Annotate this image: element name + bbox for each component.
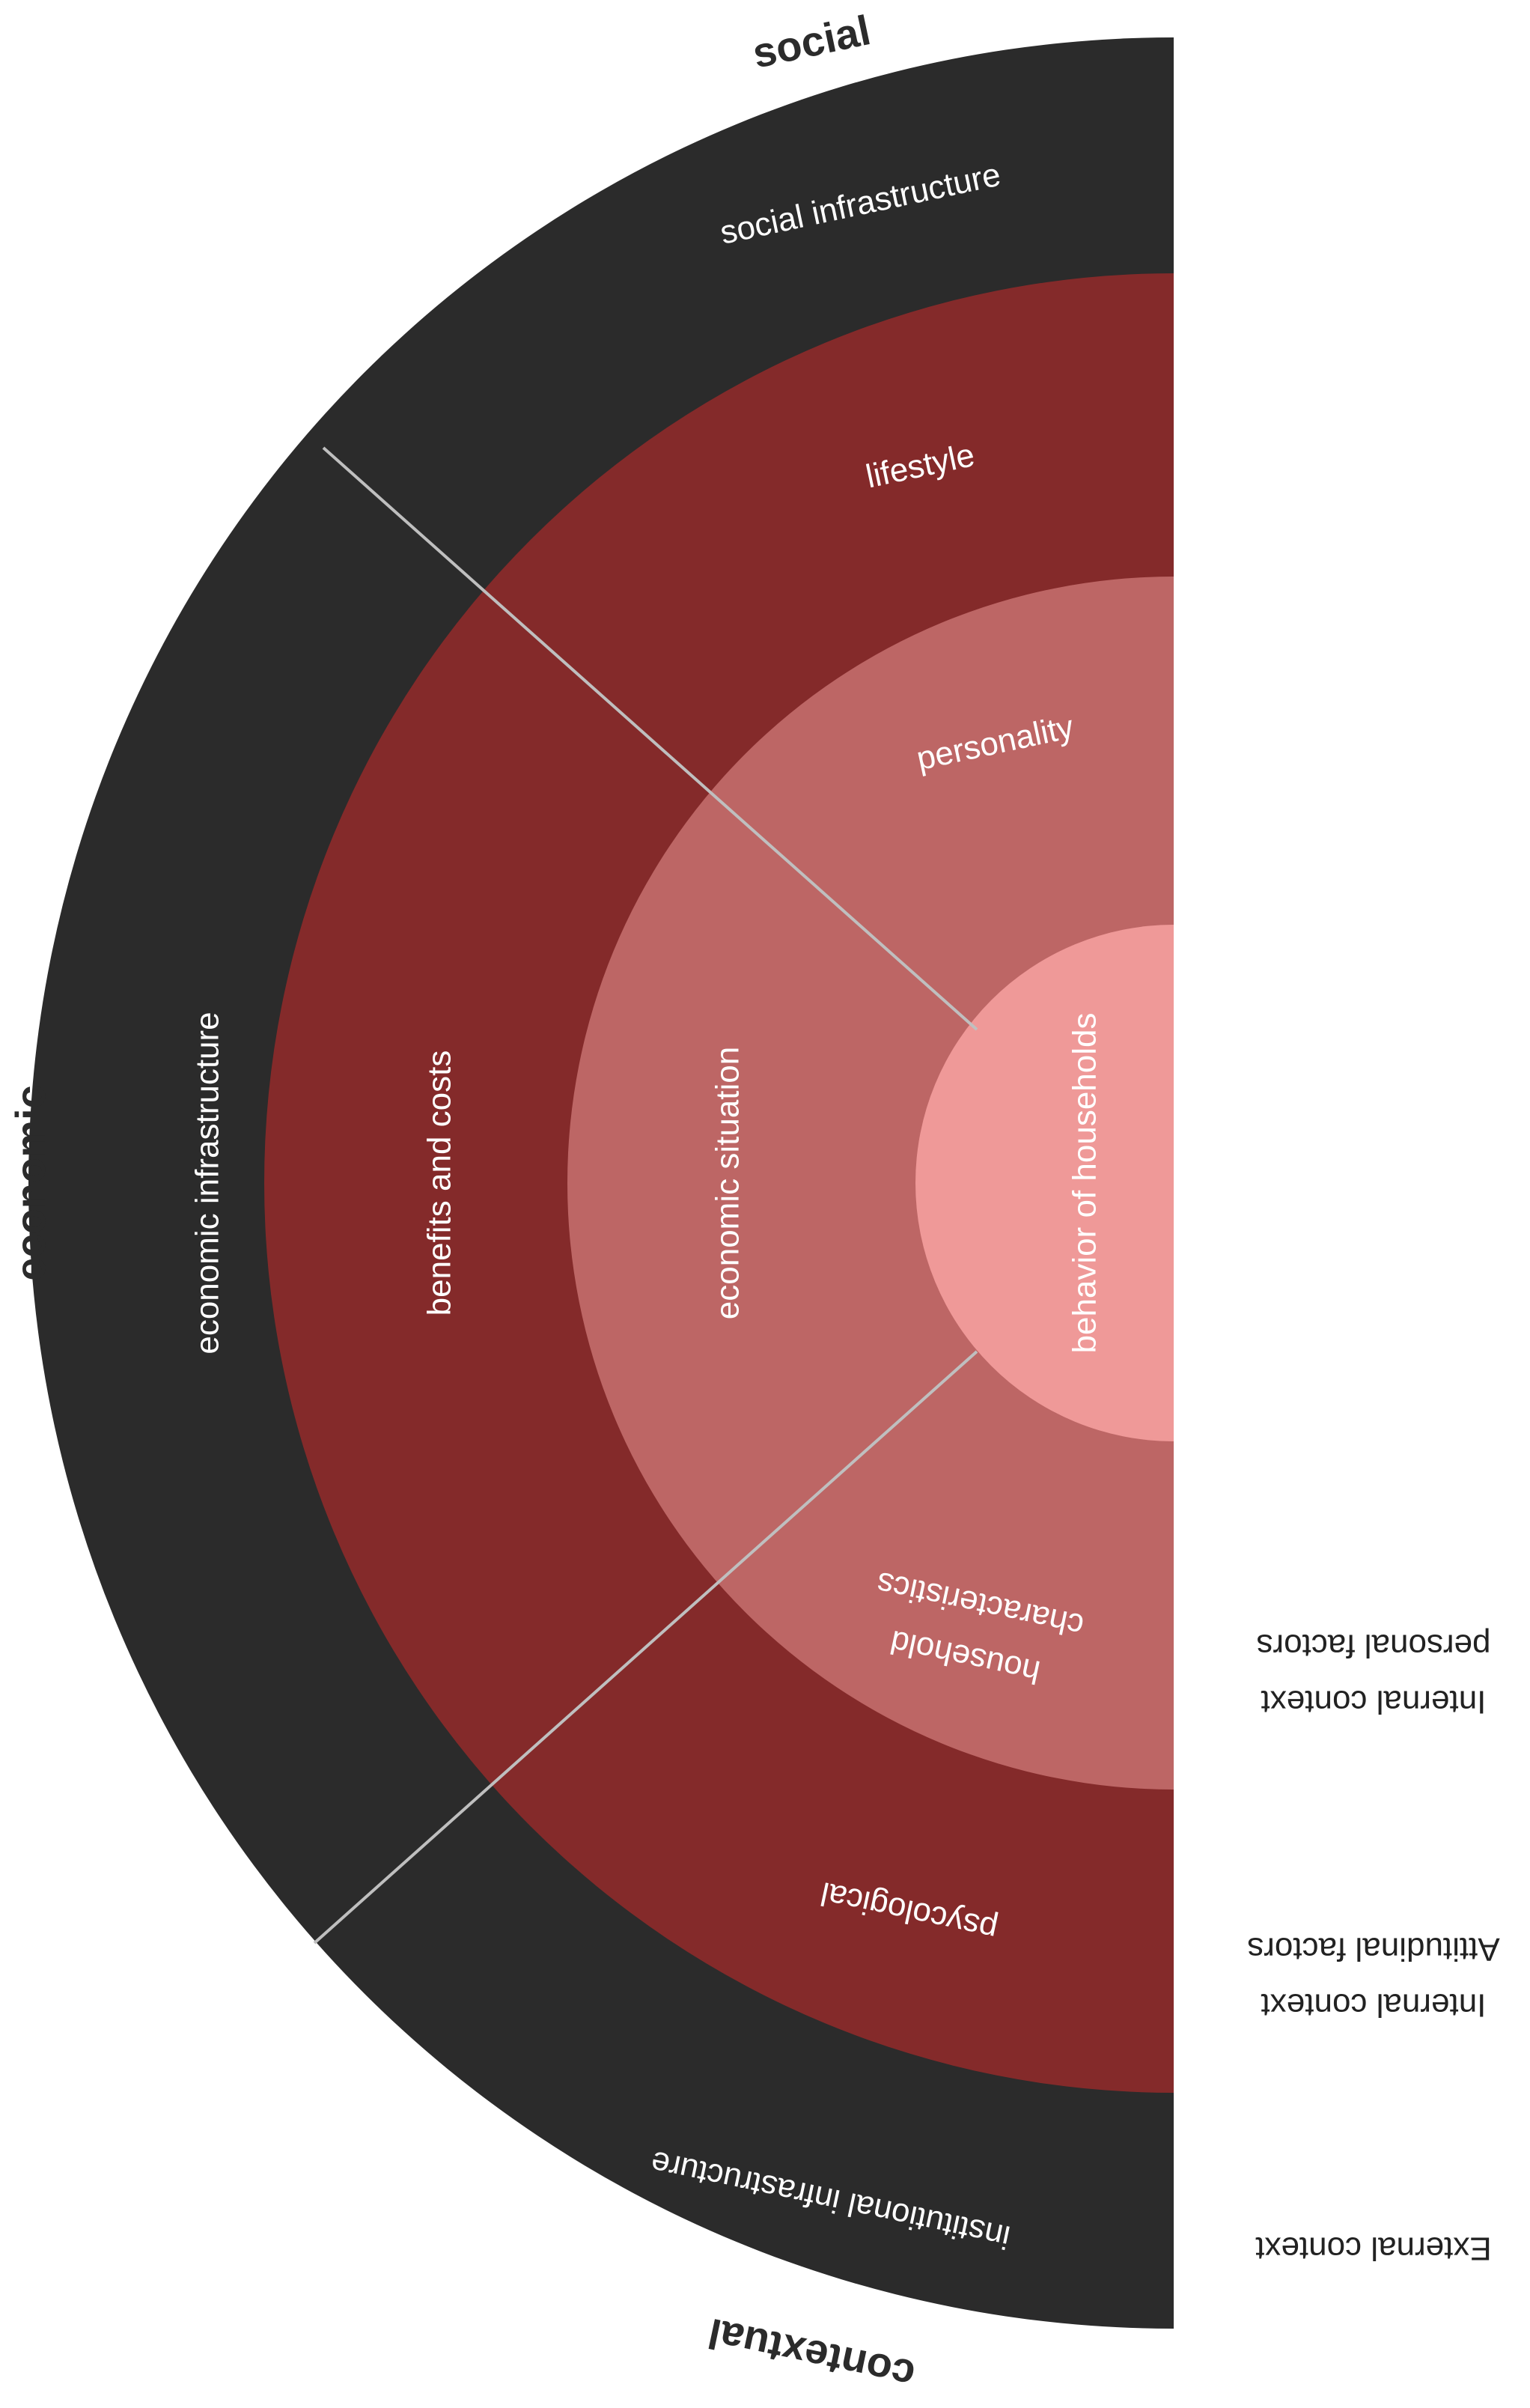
category-social: social [749, 6, 874, 77]
side-label-external: External context [1255, 2230, 1492, 2266]
divider-economic-contextual [313, 1350, 978, 1945]
label-benefits-and-costs: benefits and costs [421, 1051, 458, 1316]
ring-personal-factors [567, 577, 1174, 1790]
label-economic-infrastructure: economic infrastructure [189, 1012, 226, 1354]
category-contextual: contextual [704, 2310, 919, 2400]
side-label-personal-line2: personal factors [1256, 1627, 1490, 1664]
category-economic: economic [7, 1085, 54, 1280]
label-behavior-of-households: behavior of households [1067, 1013, 1103, 1354]
side-label-attitudinal-line1: Internal context [1261, 1986, 1487, 2023]
core-behavior-of-households [915, 925, 1174, 1441]
label-economic-situation: economic situation [710, 1047, 746, 1319]
divider-social-economic [322, 446, 978, 1031]
side-label-personal-line1: Internal context [1261, 1683, 1487, 1720]
side-label-attitudinal-line2: Attitudinal factors [1247, 1930, 1500, 1967]
